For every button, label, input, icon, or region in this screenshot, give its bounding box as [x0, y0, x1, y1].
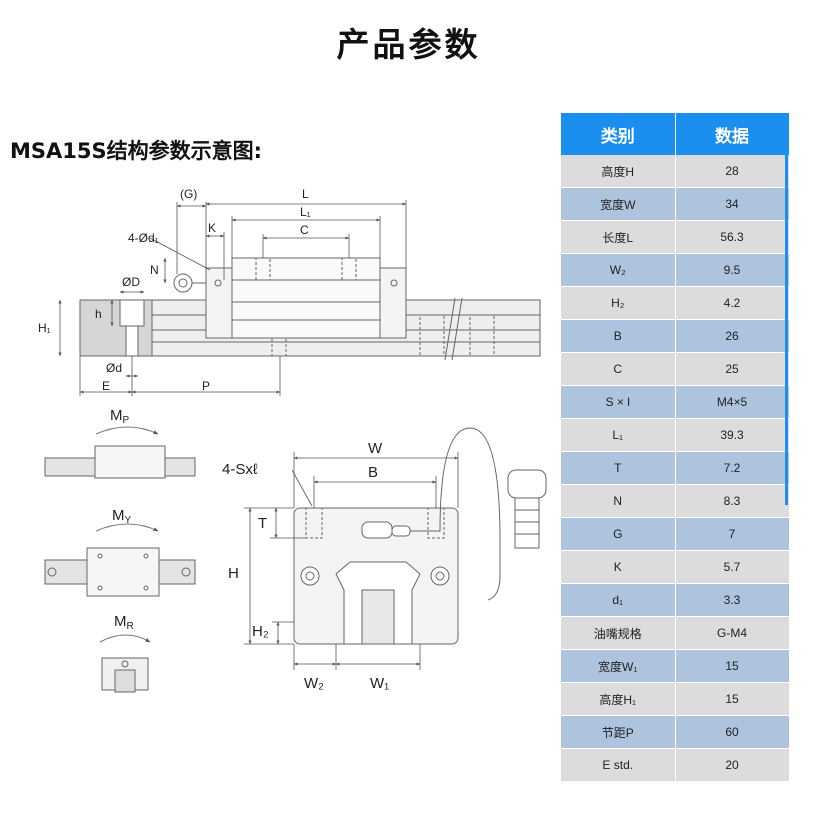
- diagram-heading: MSA15S结构参数示意图:: [10, 139, 263, 163]
- label-my: MY: [112, 507, 132, 526]
- label-k: K: [208, 221, 216, 235]
- row-label: 油嘴规格: [561, 616, 676, 650]
- label-p: P: [202, 379, 210, 393]
- row-label: N: [561, 484, 676, 518]
- label-h-front: H: [228, 565, 239, 582]
- row-label: T: [561, 451, 676, 485]
- moment-diagrams: [44, 426, 196, 693]
- row-value: 7: [675, 517, 790, 551]
- side-view: [58, 200, 541, 396]
- technical-drawing: (G) L L₁ 4-Ød₁ K C N ØD h H₁ Ød E P MP: [38, 187, 547, 693]
- label-c: C: [300, 223, 309, 237]
- front-view-labels: W B 4-Sxℓ T H H₂ W₂ W₁: [222, 440, 389, 692]
- label-l: L: [302, 187, 309, 201]
- row-label: 高度H: [561, 155, 676, 188]
- row-value: 4.2: [675, 286, 790, 320]
- label-mr: MR: [114, 613, 134, 632]
- row-value: 8.3: [675, 484, 790, 518]
- label-e: E: [102, 379, 110, 393]
- label-l1: L₁: [300, 205, 311, 219]
- label-b: B: [368, 464, 378, 481]
- row-value: M4×5: [675, 385, 790, 419]
- row-label: L₁: [561, 418, 676, 452]
- row-value: 26: [675, 319, 790, 353]
- row-value: 56.3: [675, 220, 790, 254]
- label-h1: H₁: [38, 321, 51, 335]
- label-w2: W₂: [304, 675, 324, 692]
- row-value: 15: [675, 649, 790, 683]
- row-label: K: [561, 550, 676, 584]
- row-label: 节距P: [561, 715, 676, 749]
- row-value: 60: [675, 715, 790, 749]
- side-view-labels: (G) L L₁ 4-Ød₁ K C N ØD h H₁ Ød E P: [38, 187, 311, 393]
- label-n: N: [150, 263, 159, 277]
- row-value: 3.3: [675, 583, 790, 617]
- label-s: 4-Sxℓ: [222, 461, 258, 478]
- row-label: d₁: [561, 583, 676, 617]
- row-label: 高度H₁: [561, 682, 676, 716]
- header-value: 数据: [675, 113, 790, 155]
- moment-labels: MP MY MR: [110, 407, 134, 632]
- label-h: h: [95, 307, 102, 321]
- table-header-row: 类别 数据: [561, 113, 790, 155]
- row-label: S × l: [561, 385, 676, 419]
- front-view: [244, 427, 547, 670]
- label-d: Ød: [106, 361, 122, 375]
- row-label: C: [561, 352, 676, 386]
- row-label: G: [561, 517, 676, 551]
- row-value: 39.3: [675, 418, 790, 452]
- row-label: 宽度W₁: [561, 649, 676, 683]
- label-w: W: [368, 440, 383, 457]
- page-title: 产品参数: [336, 25, 481, 64]
- row-label: 宽度W: [561, 187, 676, 221]
- row-value: 34: [675, 187, 790, 221]
- row-label: B: [561, 319, 676, 353]
- row-value: 20: [675, 748, 790, 782]
- label-od: ØD: [122, 275, 140, 289]
- header-category: 类别: [561, 113, 676, 155]
- row-value: 7.2: [675, 451, 790, 485]
- row-label: H₂: [561, 286, 676, 320]
- row-value: 5.7: [675, 550, 790, 584]
- table-accent-bar: [785, 155, 788, 505]
- table-row: E std.20: [561, 748, 790, 782]
- label-w1: W₁: [370, 675, 389, 692]
- label-mp: MP: [110, 407, 130, 426]
- row-value: 28: [675, 155, 790, 188]
- row-value: 9.5: [675, 253, 790, 287]
- row-label: E std.: [561, 748, 676, 782]
- label-d1: 4-Ød₁: [128, 231, 159, 245]
- label-h2: H₂: [252, 623, 269, 640]
- label-g: (G): [180, 187, 197, 201]
- row-label: 长度L: [561, 220, 676, 254]
- label-t: T: [258, 515, 267, 532]
- row-value: 25: [675, 352, 790, 386]
- row-value: G-M4: [675, 616, 790, 650]
- row-value: 15: [675, 682, 790, 716]
- row-label: W₂: [561, 253, 676, 287]
